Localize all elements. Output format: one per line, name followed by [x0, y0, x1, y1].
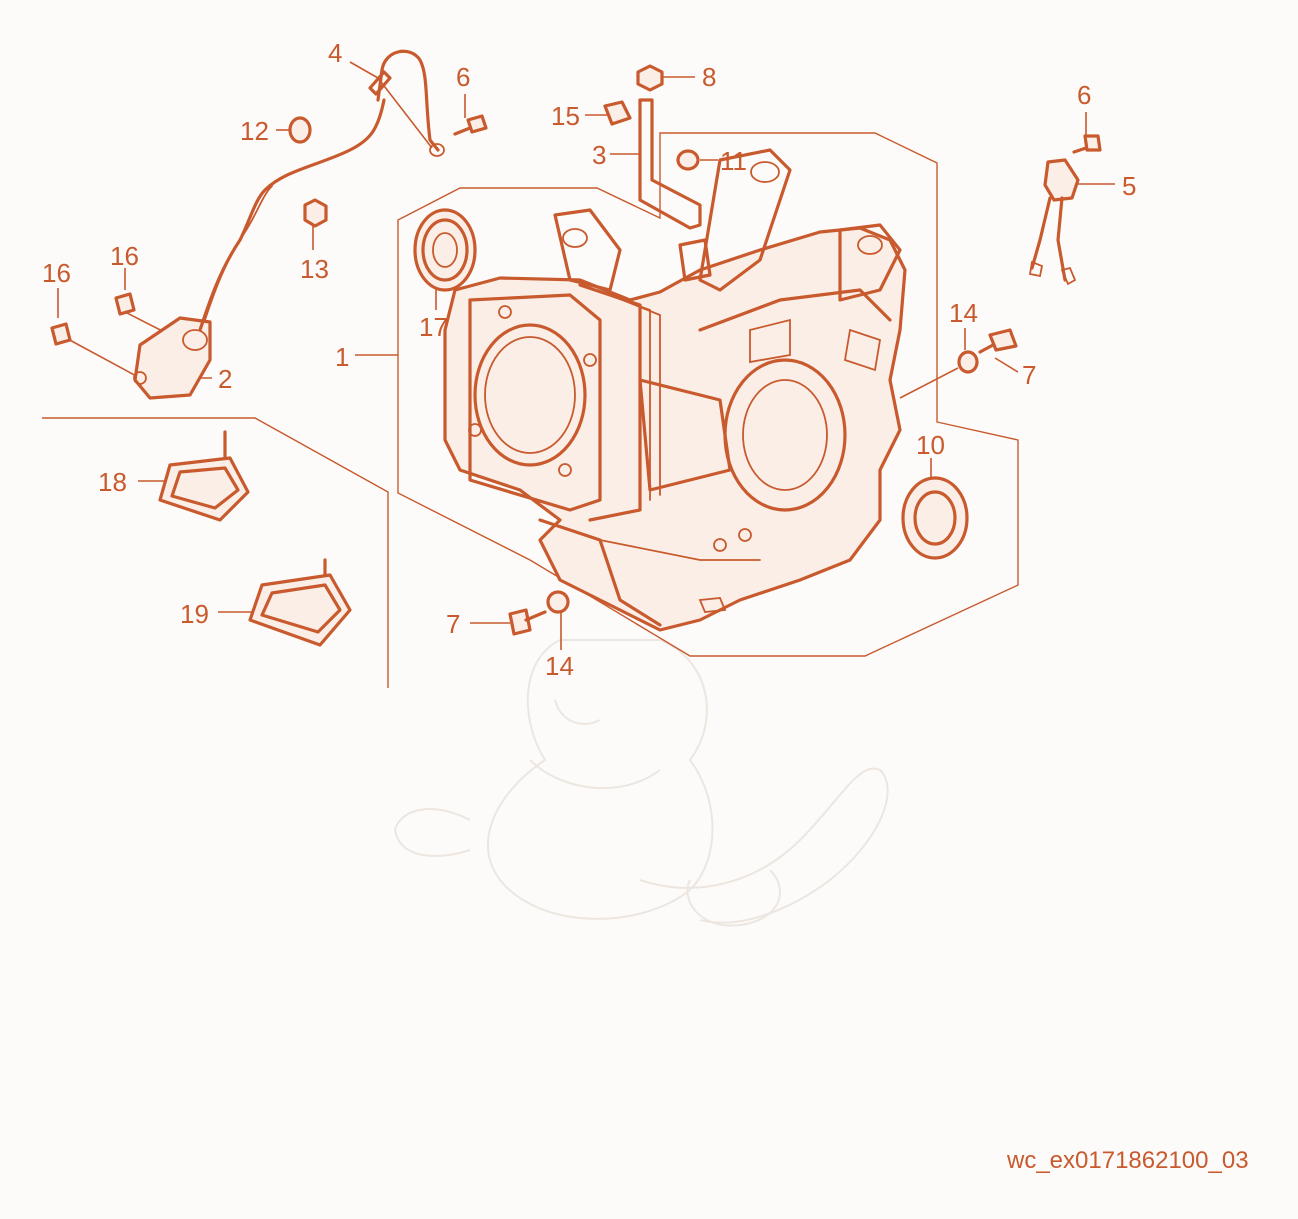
- callout-11: 11: [720, 146, 747, 176]
- callout-19: 19: [180, 599, 209, 629]
- oil-sensor-part: [133, 316, 212, 400]
- washer-part: [546, 590, 570, 614]
- callout-6-upper-right: 6: [1077, 80, 1091, 110]
- reference-code: wc_ex0171862100_03: [1007, 1147, 1249, 1174]
- bolt-part: [978, 328, 1018, 354]
- callout-15: 15: [551, 101, 580, 131]
- engine-mount-part: [158, 430, 250, 522]
- callout-7-lower: 7: [446, 609, 460, 639]
- callout-1: 1: [335, 342, 349, 372]
- callout-5: 5: [1122, 171, 1136, 201]
- callout-2: 2: [218, 364, 232, 394]
- washer-part: [957, 350, 979, 374]
- bolt-part: [50, 322, 72, 346]
- callout-16-left: 16: [42, 258, 71, 288]
- callout-14-lower: 14: [545, 651, 574, 681]
- clip-part: [603, 100, 632, 126]
- cap-part: [676, 149, 700, 171]
- callout-16-right: 16: [110, 241, 139, 271]
- wire-harness-strand: [204, 185, 273, 321]
- oil-seal-part: [901, 476, 969, 560]
- dragon-watermark: [393, 639, 889, 927]
- engine-mount-part: [248, 558, 352, 647]
- mount-group-outline: [42, 417, 389, 688]
- crankcase-part: [443, 148, 907, 632]
- callout-13: 13: [300, 254, 329, 284]
- lead-wire-part: [368, 49, 445, 157]
- callout-8: 8: [702, 62, 716, 92]
- bolt-part: [508, 608, 547, 636]
- breather-tube-part: [638, 98, 702, 230]
- callout-4: 4: [328, 38, 342, 68]
- bolt-part: [453, 114, 488, 136]
- callout-14-right: 14: [949, 298, 978, 328]
- callout-7-right: 7: [1022, 360, 1036, 390]
- callout-3: 3: [592, 140, 606, 170]
- wire-clamp-part: [1028, 158, 1080, 286]
- bolt-part: [1072, 134, 1102, 154]
- bolt-part: [114, 292, 136, 316]
- callout-6-upper-left: 6: [456, 62, 470, 92]
- callout-10: 10: [916, 430, 945, 460]
- callout-18: 18: [98, 467, 127, 497]
- nut-part: [636, 64, 664, 92]
- callout-17: 17: [419, 312, 448, 342]
- bearing-part: [413, 208, 477, 292]
- grommet-part: [288, 116, 312, 144]
- callout-12: 12: [240, 116, 269, 146]
- nut-part: [303, 198, 328, 228]
